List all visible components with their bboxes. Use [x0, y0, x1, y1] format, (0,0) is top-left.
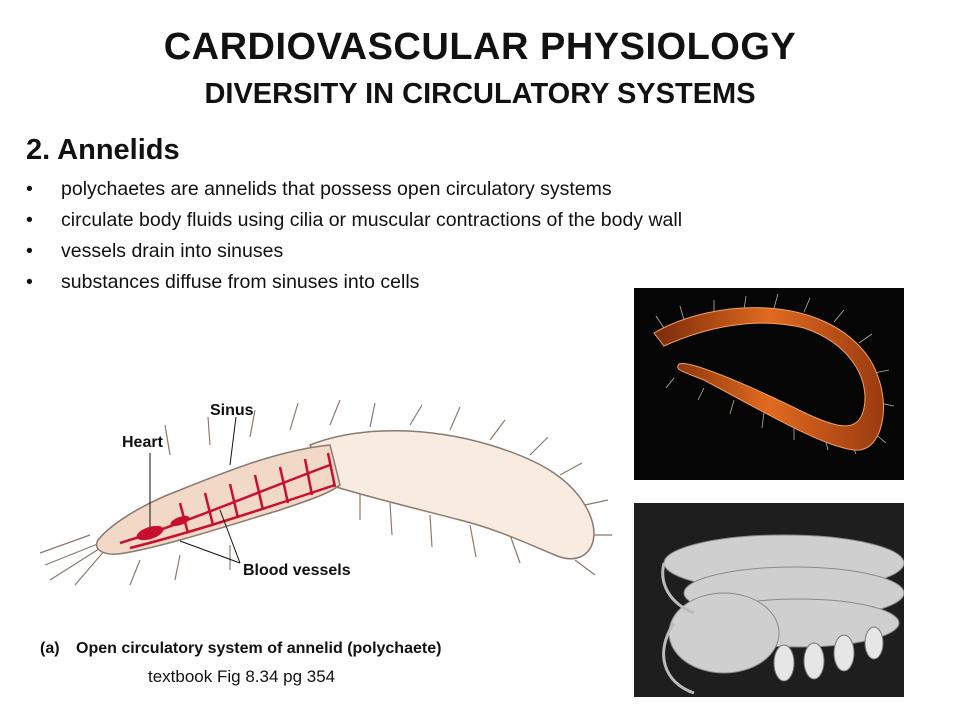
polychaete-photo: [634, 288, 904, 480]
bullet-item: vessels drain into sinuses: [26, 236, 682, 267]
label-sinus: Sinus: [210, 402, 254, 419]
panel-caption: Open circulatory system of annelid (poly…: [76, 640, 441, 657]
bullet-item: substances diffuse from sinuses into cel…: [26, 267, 682, 298]
label-heart: Heart: [122, 434, 164, 451]
annelid-diagram: Sinus Heart Blood vessels (a) Open circu…: [39, 399, 612, 657]
label-blood-vessels: Blood vessels: [243, 562, 351, 579]
section-heading: 2. Annelids: [26, 134, 180, 166]
polychaete-sem-photo: [634, 503, 904, 697]
bullet-item: polychaetes are annelids that possess op…: [26, 174, 682, 205]
bullet-list: polychaetes are annelids that possess op…: [26, 174, 682, 298]
page-title: CARDIOVASCULAR PHYSIOLOGY: [163, 26, 797, 68]
heart-shape-2: [170, 515, 190, 527]
heart-shape: [136, 525, 164, 541]
panel-letter: (a): [40, 640, 60, 657]
bristles: [39, 399, 612, 586]
figure-reference: textbook Fig 8.34 pg 354: [148, 667, 336, 686]
worm-body-posterior: [308, 430, 595, 560]
page-subtitle: DIVERSITY IN CIRCULATORY SYSTEMS: [204, 78, 756, 110]
bullet-item: circulate body fluids using cilia or mus…: [26, 205, 682, 236]
leader-lines: [149, 416, 241, 564]
